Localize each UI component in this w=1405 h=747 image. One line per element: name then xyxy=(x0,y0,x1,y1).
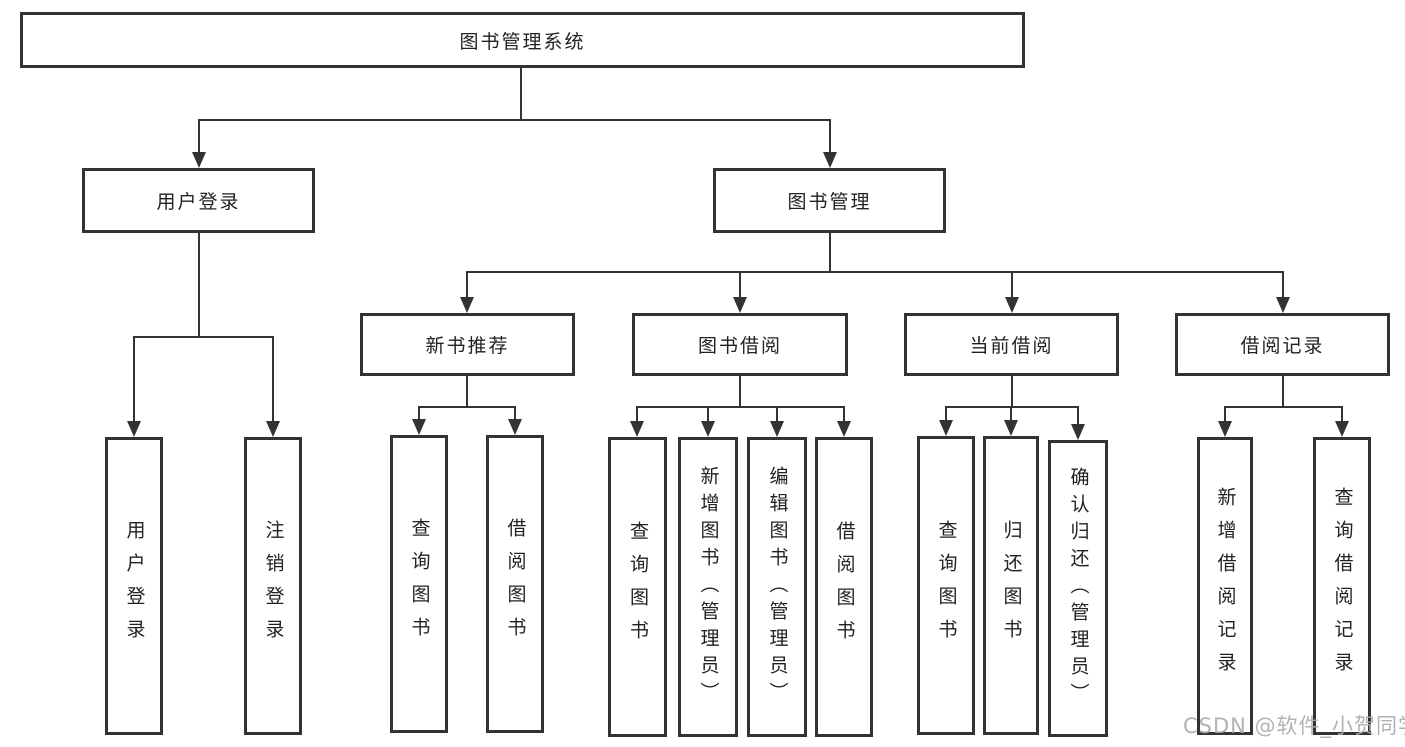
arrow-down-icon xyxy=(770,406,784,437)
arrow-down-icon xyxy=(508,406,522,435)
arrow-down-icon xyxy=(630,406,644,437)
leaf-label: 查询图书 xyxy=(408,518,431,650)
connector-borrowing-records-drop xyxy=(1282,374,1284,408)
leaf-label: 借阅图书 xyxy=(833,521,856,653)
node-library-management-system: 图书管理系统 xyxy=(20,12,1025,68)
node-label: 借阅记录 xyxy=(1240,335,1325,357)
arrow-down-icon xyxy=(412,406,426,435)
node-label: 图书管理 xyxy=(787,191,872,213)
arrow-down-icon xyxy=(1071,406,1085,440)
leaf-logout: 注销登录 xyxy=(244,437,302,735)
node-label: 图书借阅 xyxy=(697,335,782,357)
leaf-user-login: 用户登录 xyxy=(105,437,163,735)
node-user-login: 用户登录 xyxy=(82,168,315,233)
node-label: 用户登录 xyxy=(156,191,241,213)
leaf-label: 新增图书（管理员） xyxy=(697,465,720,709)
arrow-down-icon xyxy=(837,406,851,437)
leaf-label: 查询图书 xyxy=(935,519,958,652)
arrow-down-icon xyxy=(1004,406,1018,436)
node-book-management: 图书管理 xyxy=(713,168,946,233)
connector-book-borrowing-drop xyxy=(739,374,741,408)
arrow-down-icon xyxy=(1335,406,1349,437)
leaf-label: 查询图书 xyxy=(627,521,649,653)
arrow-down-icon xyxy=(460,271,474,313)
connector-new-book-drop xyxy=(466,374,468,408)
leaf-query-borrow-record: 查询借阅记录 xyxy=(1313,437,1371,735)
leaf-query-books-borrow: 查询图书 xyxy=(608,437,667,737)
arrow-down-icon xyxy=(733,271,747,313)
connector-book-management-drop xyxy=(829,231,831,273)
node-book-borrowing: 图书借阅 xyxy=(632,313,848,376)
leaf-label: 确认归还（管理员） xyxy=(1067,467,1090,710)
leaf-label: 注销登录 xyxy=(262,520,285,652)
connector-user-login-drop xyxy=(198,231,200,338)
arrow-down-icon xyxy=(1276,271,1290,313)
node-current-borrowing: 当前借阅 xyxy=(904,313,1119,376)
leaf-label: 借阅图书 xyxy=(504,518,527,650)
node-borrowing-records: 借阅记录 xyxy=(1175,313,1390,376)
leaf-label: 归还图书 xyxy=(1000,519,1023,652)
connector-level2-split xyxy=(198,119,831,121)
node-label: 新书推荐 xyxy=(425,335,510,357)
leaf-borrow-books-recommend: 借阅图书 xyxy=(486,435,544,733)
leaf-edit-books-admin: 编辑图书（管理员） xyxy=(747,437,807,737)
leaf-borrow-books: 借阅图书 xyxy=(815,437,873,737)
arrow-down-icon xyxy=(701,406,715,437)
connector-borrowing-records-split xyxy=(1224,406,1343,408)
connector-current-borrowing-drop xyxy=(1011,374,1013,408)
arrow-down-icon xyxy=(1218,406,1232,437)
connector-level3-split xyxy=(466,271,1284,273)
leaf-query-books-current: 查询图书 xyxy=(917,436,975,735)
node-new-book-recommendation: 新书推荐 xyxy=(360,313,575,376)
arrow-down-icon xyxy=(127,336,141,437)
leaf-return-books: 归还图书 xyxy=(983,436,1039,735)
connector-user-login-split xyxy=(133,336,274,338)
arrow-down-icon xyxy=(939,406,953,436)
connector-new-book-split xyxy=(418,406,516,408)
leaf-add-borrow-record: 新增借阅记录 xyxy=(1197,437,1253,735)
node-label: 当前借阅 xyxy=(969,335,1054,357)
leaf-query-books-recommend: 查询图书 xyxy=(390,435,448,733)
arrow-down-icon xyxy=(192,119,206,168)
watermark: CSDN @软件_小贺同学 xyxy=(1183,714,1405,738)
leaf-add-books-admin: 新增图书（管理员） xyxy=(678,437,738,737)
leaf-label: 新增借阅记录 xyxy=(1214,487,1237,685)
arrow-down-icon xyxy=(1005,271,1019,313)
leaf-confirm-return-admin: 确认归还（管理员） xyxy=(1048,440,1108,737)
connector-root-drop xyxy=(520,66,522,121)
leaf-label: 用户登录 xyxy=(123,520,146,652)
leaf-label: 编辑图书（管理员） xyxy=(766,465,789,709)
connector-book-borrowing-split xyxy=(636,406,845,408)
arrow-down-icon xyxy=(823,119,837,168)
leaf-label: 查询借阅记录 xyxy=(1331,487,1354,685)
node-label: 图书管理系统 xyxy=(459,30,586,53)
arrow-down-icon xyxy=(266,336,280,437)
connector-current-borrowing-split xyxy=(945,406,1079,408)
